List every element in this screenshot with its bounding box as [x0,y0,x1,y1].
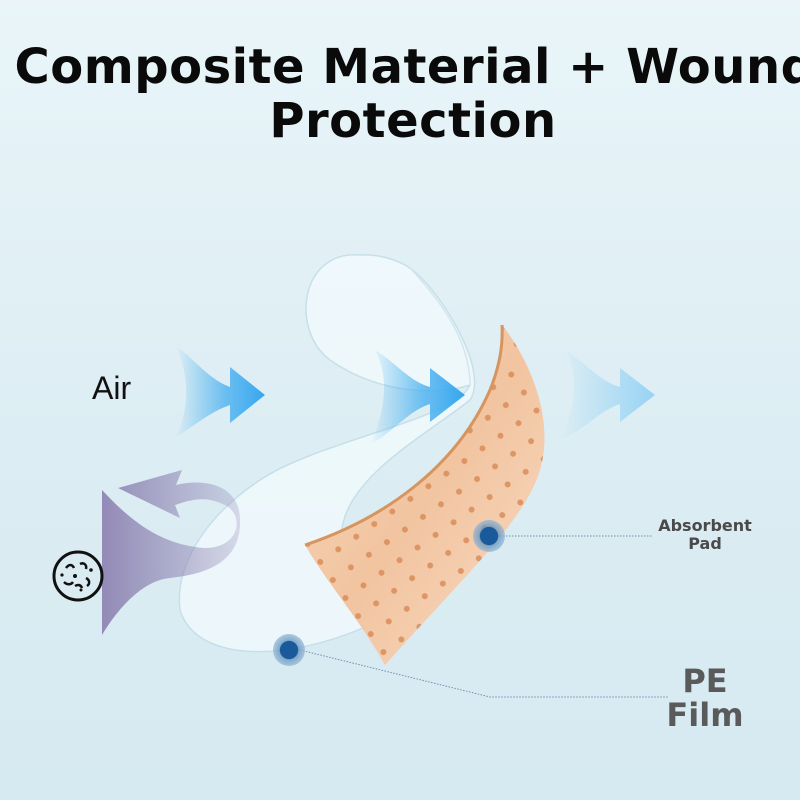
air-label: Air [92,370,132,406]
page-title: Composite Material + Wound Protection [0,40,800,148]
air-arrow-3 [560,350,655,440]
blocked-bacteria-arrow [102,470,241,635]
air-arrow-1 [175,345,265,438]
pe-film-shape [178,254,476,653]
absorbent-pad-marker [473,520,505,552]
bacteria-icon [52,550,104,602]
pe-film-label: PE Film [666,662,744,734]
pe-film-leader-line [299,649,668,698]
air-arrow-2 [370,350,465,445]
absorbent-pad-label: Absorbent Pad [658,516,752,553]
absorbent-pad-shape [304,324,545,665]
title-line-2: Protection [269,93,557,149]
title-line-1: Composite Material + Wound [14,39,800,95]
pe-film-marker [273,634,305,666]
